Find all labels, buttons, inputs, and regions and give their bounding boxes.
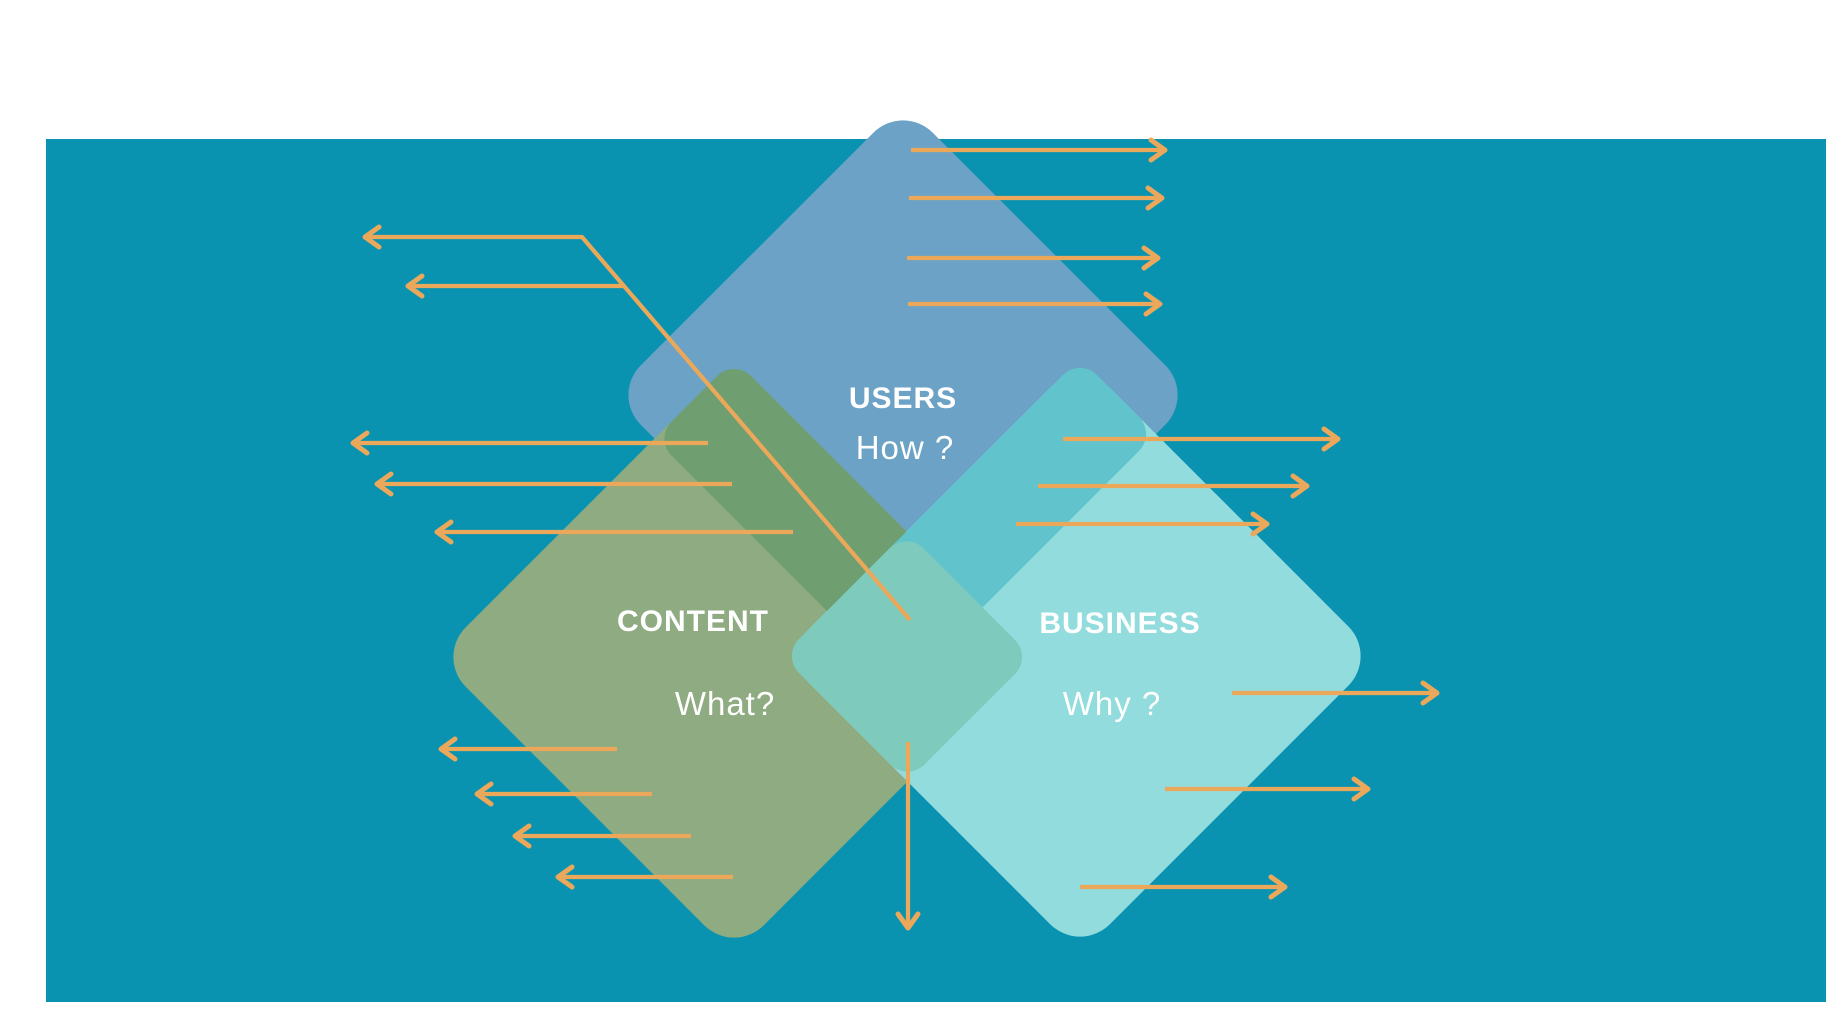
arrow-left [374,471,732,497]
arrowhead-right-icon [1290,473,1310,499]
arrow-left [438,736,617,762]
content-title: CONTENT [617,605,769,638]
arrow-right [911,137,1168,163]
arrowhead-right-icon [1143,291,1163,317]
arrow-left [362,224,912,622]
arrowhead-down-icon [895,911,921,931]
arrow-right [907,245,1161,271]
arrowhead-left-icon [434,519,454,545]
arrow-right [1165,776,1371,802]
arrow-right [1016,511,1270,537]
arrowhead-left-icon [474,781,494,807]
arrow-left [350,430,708,456]
arrowhead-right-icon [1145,185,1165,211]
users-question: How ? [856,429,955,466]
arrow-right [1038,473,1310,499]
label-layer: USERS How ? CONTENT What? BUSINESS Why ? [617,382,1200,722]
users-title: USERS [849,382,957,415]
arrowhead-left-icon [512,823,532,849]
arrowhead-left-icon [374,471,394,497]
arrow-right [1080,874,1288,900]
arrowhead-right-icon [1351,776,1371,802]
business-title: BUSINESS [1039,607,1200,640]
arrow-layer [350,137,1440,931]
arrow-right [1232,680,1440,706]
arrowhead-left-icon [362,224,382,250]
arrowhead-right-icon [1250,511,1270,537]
arrow-shaft [365,234,912,622]
arrowhead-left-icon [405,273,425,299]
arrowhead-left-icon [438,736,458,762]
arrow-left [434,519,793,545]
content-question: What? [675,685,775,722]
business-question: Why ? [1063,685,1162,722]
arrowhead-right-icon [1148,137,1168,163]
arrowhead-right-icon [1321,426,1341,452]
arrow-left [474,781,652,807]
arrow-left [555,864,733,890]
arrowhead-left-icon [350,430,370,456]
arrowhead-right-icon [1420,680,1440,706]
arrow-right [1063,426,1341,452]
arrow-left [512,823,691,849]
arrowhead-left-icon [555,864,575,890]
arrow-down [895,742,921,931]
arrowhead-right-icon [1141,245,1161,271]
arrowhead-right-icon [1268,874,1288,900]
arrow-right [908,291,1163,317]
arrow-left [405,273,624,299]
arrow-right [909,185,1165,211]
content-business-overlap [791,541,1023,772]
